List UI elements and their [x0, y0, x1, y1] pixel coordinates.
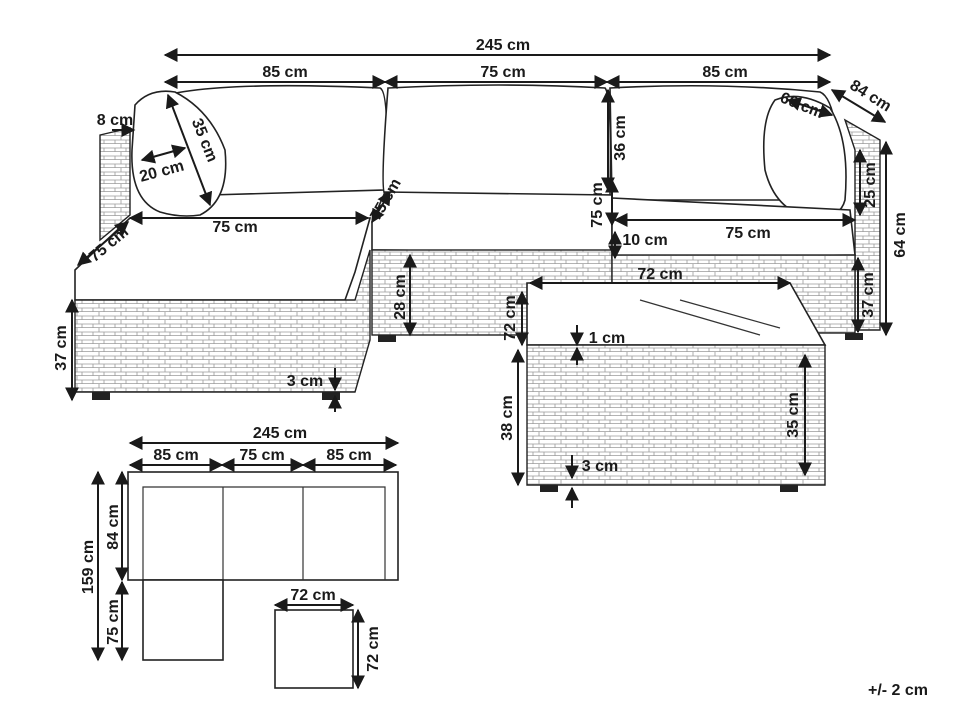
- label-right-width: 85 cm: [702, 64, 747, 81]
- table-glass-top: [526, 282, 827, 346]
- plan-label-table-width: 72 cm: [290, 587, 335, 604]
- right-armrest: [843, 118, 881, 331]
- center-seat-cushion: [371, 191, 613, 253]
- dimension-lines-3d: [65, 48, 893, 508]
- plan-label-sofa-depth: 84 cm: [105, 504, 122, 549]
- label-total-height: 64 cm: [892, 212, 909, 257]
- label-ottoman-width: 75 cm: [212, 219, 257, 236]
- label-table-height: 38 cm: [499, 395, 516, 440]
- plan-label-table-depth: 72 cm: [365, 626, 382, 671]
- label-cushion-thickness: 10 cm: [622, 232, 667, 249]
- label-glass-thickness: 1 cm: [589, 330, 625, 347]
- label-table-leg: 3 cm: [582, 458, 618, 475]
- label-backrest-height: 36 cm: [612, 115, 629, 160]
- label-table-body-height: 35 cm: [785, 392, 802, 437]
- label-total-width: 245 cm: [476, 37, 530, 54]
- label-middle-width: 75 cm: [480, 64, 525, 81]
- sofa-drawing: [74, 84, 881, 492]
- label-right-seat-height: 37 cm: [860, 272, 877, 317]
- plan-label-total-depth: 159 cm: [80, 540, 97, 594]
- label-arm-width: 8 cm: [97, 112, 133, 129]
- label-arm-height: 25 cm: [862, 162, 879, 207]
- table-base: [526, 344, 826, 486]
- table-foot-right: [780, 485, 798, 492]
- plan-label-right: 85 cm: [326, 447, 371, 464]
- label-center-seat-depth: 75 cm: [589, 182, 606, 227]
- label-right-depth: 84 cm: [847, 77, 894, 115]
- label-table-width: 72 cm: [637, 266, 682, 283]
- label-ottoman-height: 37 cm: [53, 325, 70, 370]
- plan-label-total-width: 245 cm: [253, 425, 307, 442]
- plan-sofa-outline: [127, 471, 399, 581]
- plan-label-ottoman-depth: 75 cm: [105, 599, 122, 644]
- ottoman-foot-left: [92, 392, 110, 400]
- middle-back-cushion: [382, 84, 612, 196]
- label-left-width: 85 cm: [262, 64, 307, 81]
- glass-reflection: [639, 299, 781, 336]
- plan-ottoman: [142, 579, 224, 661]
- plan-label-middle: 75 cm: [239, 447, 284, 464]
- label-ottoman-leg: 3 cm: [287, 373, 323, 390]
- plan-table: [274, 609, 354, 689]
- label-center-seat-height: 28 cm: [392, 274, 409, 319]
- ottoman-foot-right: [322, 392, 340, 400]
- label-right-seat-width: 75 cm: [725, 225, 770, 242]
- table-foot-left: [540, 485, 558, 492]
- plan-label-left: 85 cm: [153, 447, 198, 464]
- tolerance-note: +/- 2 cm: [868, 682, 928, 699]
- center-foot: [378, 335, 396, 342]
- label-table-depth: 72 cm: [502, 295, 519, 340]
- right-foot: [845, 333, 863, 340]
- plan-view: 245 cm 85 cm 75 cm 85 cm 159 cm 84 cm 75…: [80, 425, 400, 690]
- plan-inner-line: [142, 486, 386, 580]
